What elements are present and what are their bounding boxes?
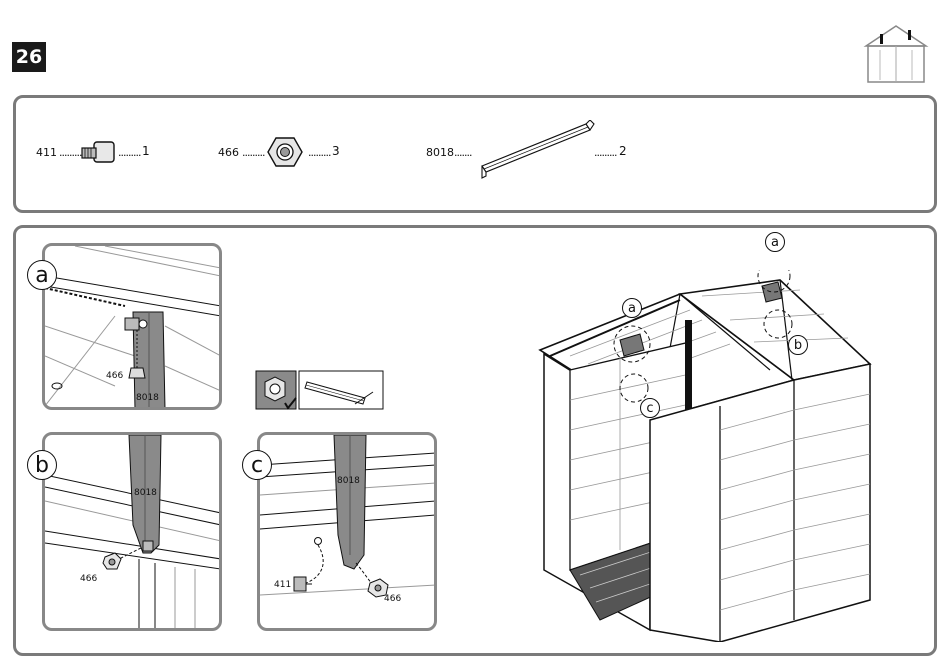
parts-panel: 411 ......... ......... 1 466 ......... … bbox=[13, 95, 937, 213]
dotted-leader: ......... bbox=[594, 146, 616, 159]
detail-panel-b bbox=[42, 432, 222, 631]
detail-callout-c: c bbox=[242, 450, 272, 480]
hex-nut-icon bbox=[266, 134, 306, 170]
detail-panel-a bbox=[42, 243, 222, 410]
dotted-leader: ......... bbox=[118, 146, 140, 159]
part-qty-466: 3 bbox=[332, 144, 340, 158]
shed-overview-drawing bbox=[530, 270, 890, 642]
shed-thumbnail-icon bbox=[860, 22, 932, 84]
label-8018-b: 8018 bbox=[134, 488, 157, 498]
dotted-leader: ....... bbox=[454, 146, 471, 159]
label-466-b: 466 bbox=[80, 574, 97, 584]
overview-callout-a: a bbox=[765, 232, 785, 252]
label-466-a: 466 bbox=[106, 371, 123, 381]
detail-callout-b: b bbox=[27, 450, 57, 480]
detail-panel-c bbox=[257, 432, 437, 631]
strut-bar-icon bbox=[478, 120, 596, 182]
overview-callout-b: b bbox=[788, 335, 808, 355]
part-code-8018: 8018 bbox=[426, 146, 454, 159]
label-8018-c: 8018 bbox=[337, 476, 360, 486]
part-qty-411: 1 bbox=[142, 144, 150, 158]
part-code-411: 411 bbox=[36, 146, 57, 159]
part-match-inset bbox=[255, 370, 385, 412]
detail-callout-a: a bbox=[27, 260, 57, 290]
step-number-badge: 26 bbox=[12, 42, 46, 72]
label-8018-a: 8018 bbox=[136, 393, 159, 403]
overview-callout-c: c bbox=[640, 398, 660, 418]
overview-callout-a: a bbox=[622, 298, 642, 318]
dotted-leader: ......... bbox=[242, 146, 264, 159]
dotted-leader: ......... bbox=[308, 146, 330, 159]
square-bolt-icon bbox=[78, 136, 118, 170]
part-qty-8018: 2 bbox=[619, 144, 627, 158]
label-411-c: 411 bbox=[274, 580, 291, 590]
label-466-c: 466 bbox=[384, 594, 401, 604]
part-code-466: 466 bbox=[218, 146, 239, 159]
